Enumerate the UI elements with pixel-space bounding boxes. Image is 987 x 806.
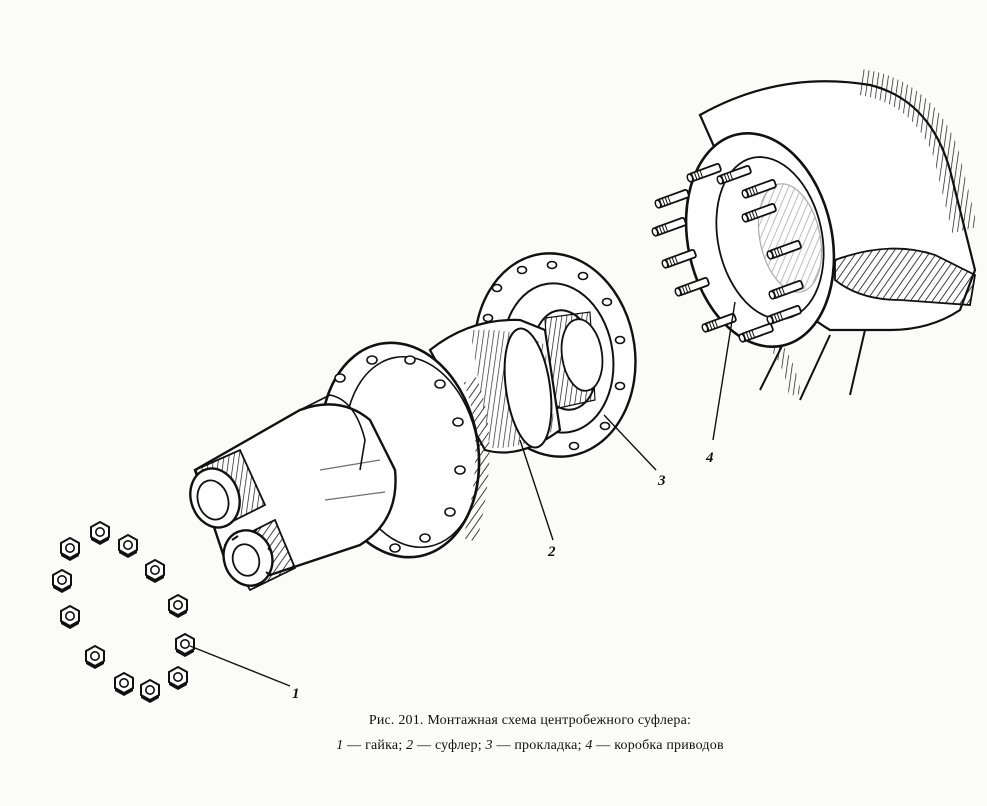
figure-caption: Рис. 201. Монтажная схема центробежного … xyxy=(250,708,810,758)
legend-text-1: гайка xyxy=(365,738,399,753)
callout-label-4: 4 xyxy=(705,450,714,466)
legend-text-2: суфлер xyxy=(434,738,478,753)
callout-4: 4 xyxy=(705,301,736,466)
legend-text-3: прокладка xyxy=(514,738,578,753)
callout-label-2: 2 xyxy=(547,544,556,560)
centrifugal-breather xyxy=(189,309,604,592)
caption-legend: 1 — гайка; 2 — суфлер; 3 — прокладка; 4 … xyxy=(336,738,724,753)
nuts xyxy=(52,521,195,704)
callout-2: 2 xyxy=(519,439,556,560)
caption-title: Рис. 201. Монтажная схема центробежного … xyxy=(368,713,692,728)
legend-num-1: 1 xyxy=(336,738,344,753)
callout-label-1: 1 xyxy=(292,686,300,702)
legend-num-3: 3 xyxy=(485,738,493,753)
legend-num-2: 2 xyxy=(406,738,414,753)
drive-box xyxy=(650,69,978,401)
legend-num-4: 4 xyxy=(585,738,593,753)
callout-label-3: 3 xyxy=(657,473,666,489)
callout-3: 3 xyxy=(603,414,666,489)
callout-1: 1 xyxy=(189,645,300,702)
legend-text-4: коробка приводов xyxy=(614,738,724,753)
